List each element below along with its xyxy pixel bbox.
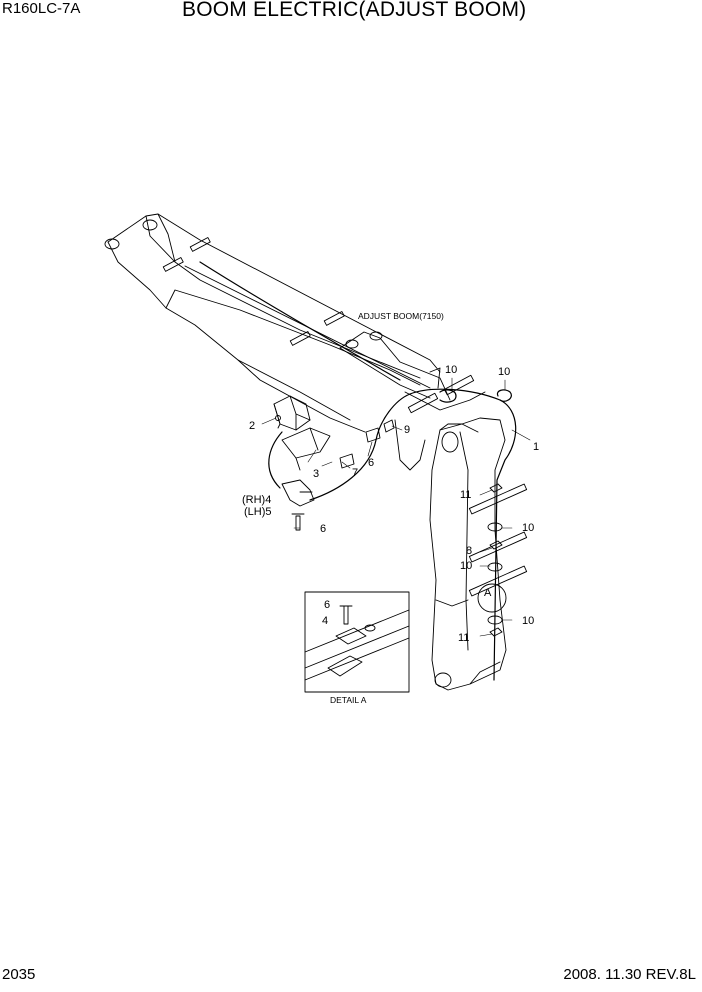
wiring-harness [199,261,517,681]
callout-8: 8 [466,545,472,557]
detail-callout-6: 6 [324,599,330,611]
callout-10d: 10 [460,560,472,572]
boom-upper-section [104,213,441,433]
boom-clamp-bars [162,237,345,346]
callout-10a: 10 [445,364,457,376]
leader-lines [261,377,531,637]
adjust-boom-joint [339,331,486,471]
callout-1: 1 [533,441,539,453]
work-lamp [273,395,311,431]
callout-10c: 10 [522,522,534,534]
callout-6a: 6 [368,457,374,469]
detail-a-box [304,591,410,693]
model-code: R160LC-7A [2,0,81,17]
callout-9: 9 [404,424,410,436]
adjust-boom-label: ADJUST BOOM(7150) [358,311,444,321]
callout-11a: 11 [460,489,471,501]
callout-3: 3 [313,468,319,480]
view-a-label: A [484,587,492,599]
callout-lh5: (LH)5 [244,506,272,518]
callout-11b: 11 [458,632,469,644]
callout-6c: 6 [320,523,326,535]
callout-10b: 10 [498,366,510,378]
page-title: BOOM ELECTRIC(ADJUST BOOM) [182,0,527,21]
callout-10e: 10 [522,615,534,627]
revision-date: 2008. 11.30 REV.8L [563,966,696,983]
boom-lower-section [429,417,507,691]
callout-2: 2 [249,420,255,432]
bolt-hardware [281,419,395,531]
page-number: 2035 [2,966,36,983]
callout-7: 7 [352,467,358,479]
callout-rh4: (RH)4 [242,494,271,506]
lamp-bracket [281,427,331,471]
detail-callout-4: 4 [322,615,328,627]
lower-boom-clamps [468,483,528,637]
detail-a-label: DETAIL A [330,695,367,705]
